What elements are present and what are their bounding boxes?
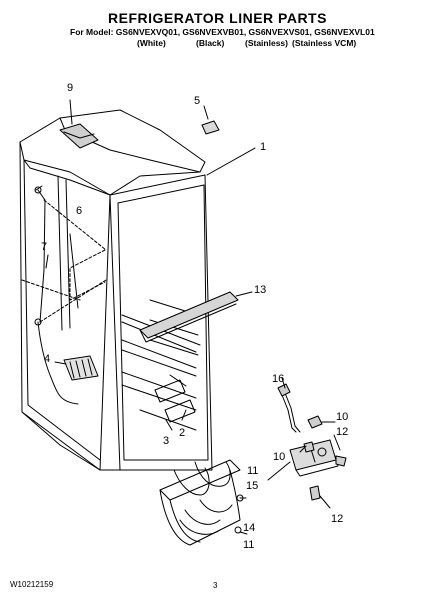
part-4-lens <box>63 355 99 381</box>
callout-9: 9 <box>67 82 73 94</box>
part-5-clip <box>201 105 220 135</box>
variant-stainless-vcm: (Stainless VCM) <box>292 38 357 48</box>
part-2-3-brackets <box>154 374 196 423</box>
callout-4: 4 <box>44 353 50 365</box>
part-6-7-wire-harness <box>34 185 107 405</box>
callout-10-top: 10 <box>336 411 348 423</box>
callout-3: 3 <box>163 435 169 447</box>
part-10-12-fasteners <box>303 415 347 501</box>
callout-15: 15 <box>246 480 258 492</box>
page-number: 3 <box>213 581 218 590</box>
page-title: REFRIGERATOR LINER PARTS <box>108 10 327 26</box>
variant-black: (Black) <box>196 38 225 48</box>
part-11-14-evaporator <box>159 459 244 546</box>
callout-10-bottom: 10 <box>273 451 285 463</box>
document-number: W10212159 <box>10 580 54 589</box>
callout-11-top: 11 <box>247 465 258 477</box>
callout-12-top: 12 <box>336 426 348 438</box>
callout-labels: 9 5 1 6 7 13 4 16 10 12 3 2 10 11 15 14 … <box>41 82 348 551</box>
part-16-wire-connector <box>277 383 301 433</box>
callout-16: 16 <box>272 373 284 385</box>
callout-7: 7 <box>41 241 47 253</box>
model-list: For Model: GS6NVEXVQ01, GS6NVEXVB01, GS6… <box>70 27 375 37</box>
variant-stainless: (Stainless) <box>245 38 288 48</box>
callout-6: 6 <box>76 205 82 217</box>
part-15-control-housing <box>289 439 339 477</box>
part-13-support-bar <box>139 291 239 343</box>
part-9-light-housing <box>59 99 99 149</box>
callout-14: 14 <box>243 522 255 534</box>
callout-12-bottom: 12 <box>331 513 343 525</box>
variant-white: (White) <box>137 38 166 48</box>
callout-11-bottom: 11 <box>243 539 254 551</box>
callout-leaders <box>45 147 341 535</box>
callout-1: 1 <box>260 141 266 153</box>
callout-5: 5 <box>194 95 200 107</box>
callout-2: 2 <box>179 427 185 439</box>
callout-13: 13 <box>254 284 266 296</box>
